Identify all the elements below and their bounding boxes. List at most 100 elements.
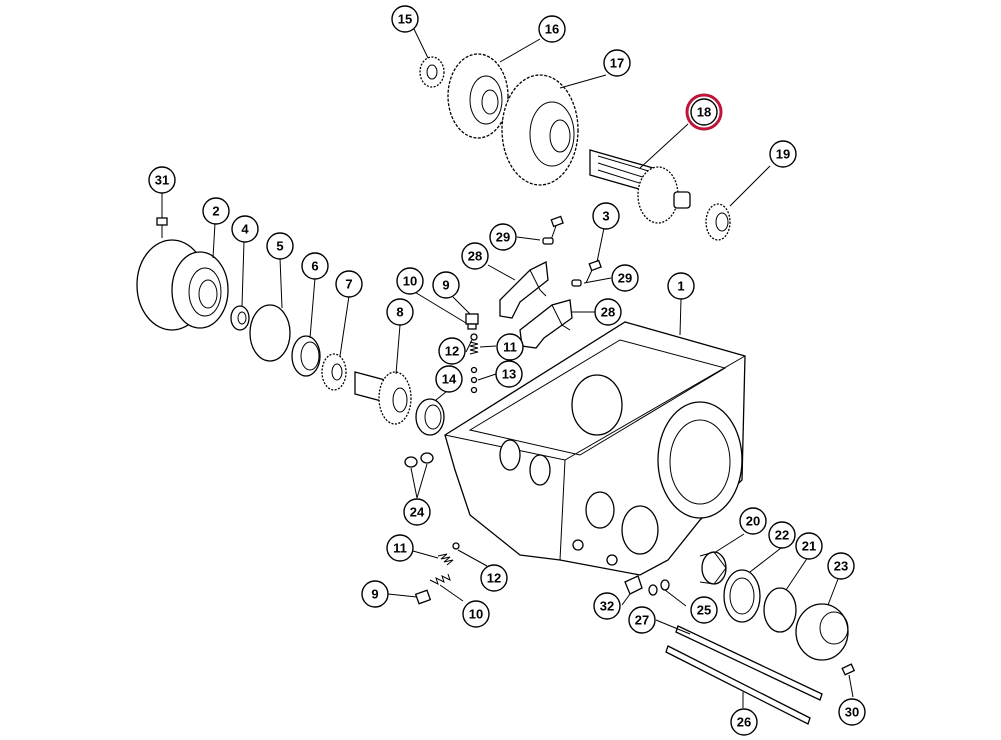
part-28-shift-fork-upper [499, 261, 549, 319]
part-26-rail [665, 645, 811, 725]
callout-1-label: 1 [677, 279, 684, 294]
part-5-o-ring [249, 304, 291, 362]
callout-28-lower-label: 28 [601, 305, 615, 320]
callout-3-label: 3 [602, 209, 609, 224]
part-20-sleeve [699, 551, 727, 585]
part-31-bolt [156, 217, 168, 238]
callout-29-lower[interactable]: 29 [611, 264, 639, 292]
callout-11-upper[interactable]: 11 [496, 333, 524, 361]
callout-23-label: 23 [834, 559, 848, 574]
callout-30[interactable]: 30 [838, 698, 866, 726]
callout-4[interactable]: 4 [231, 215, 259, 243]
callout-2-label: 2 [212, 204, 219, 219]
callout-19[interactable]: 19 [769, 140, 797, 168]
callout-11-lower[interactable]: 11 [386, 534, 414, 562]
part-4-bearing [230, 305, 250, 331]
part-32-bushing [624, 575, 643, 595]
callout-20-label: 20 [746, 514, 760, 529]
callout-18-label: 18 [697, 105, 711, 120]
callout-15-label: 15 [398, 12, 412, 27]
callout-9-lower-label: 9 [371, 587, 378, 602]
part-25-washers [648, 579, 670, 596]
part-11-spring-lower [437, 553, 454, 566]
callout-10-upper-label: 10 [403, 274, 417, 289]
callout-20[interactable]: 20 [739, 507, 767, 535]
part-1-transmission-case [444, 321, 746, 576]
callout-25[interactable]: 25 [690, 596, 718, 624]
callout-5[interactable]: 5 [266, 232, 294, 260]
part-17-large-gear [501, 74, 579, 186]
part-15-small-gear [419, 56, 445, 88]
callout-13-label: 13 [502, 367, 516, 382]
callout-14-label: 14 [442, 372, 457, 387]
part-19-bearing [705, 203, 731, 241]
part-6-race [291, 335, 321, 377]
callout-14[interactable]: 14 [435, 365, 463, 393]
part-29-pins [542, 237, 582, 287]
callout-9-lower[interactable]: 9 [361, 580, 389, 608]
callout-29-upper[interactable]: 29 [489, 223, 517, 251]
callout-8[interactable]: 8 [386, 298, 414, 326]
part-23-cover [795, 603, 849, 661]
part-12-ball-lower [452, 542, 460, 550]
callout-28-lower[interactable]: 28 [594, 298, 622, 326]
callout-7-label: 7 [345, 277, 352, 292]
callout-12-lower-label: 12 [487, 571, 501, 586]
callout-7[interactable]: 7 [335, 270, 363, 298]
callout-3[interactable]: 3 [592, 202, 620, 230]
callout-28-upper[interactable]: 28 [461, 242, 489, 270]
callout-27[interactable]: 27 [628, 606, 656, 634]
part-12-ball [470, 333, 478, 341]
callout-22-label: 22 [775, 528, 789, 543]
callout-6-label: 6 [311, 259, 318, 274]
callout-13[interactable]: 13 [495, 360, 523, 388]
callout-24-label: 24 [410, 505, 425, 520]
callout-12-upper[interactable]: 12 [438, 337, 466, 365]
callout-6[interactable]: 6 [301, 252, 329, 280]
callout-9-upper[interactable]: 9 [432, 271, 460, 299]
callout-4-label: 4 [241, 222, 249, 237]
callout-10-lower[interactable]: 10 [462, 600, 490, 628]
callout-15[interactable]: 15 [391, 5, 419, 33]
callout-12-lower[interactable]: 12 [480, 564, 508, 592]
callout-29-upper-label: 29 [496, 230, 510, 245]
callout-26[interactable]: 26 [730, 708, 758, 736]
callout-18[interactable]: 18 [685, 93, 723, 131]
part-9-plug [465, 313, 479, 330]
part-11-spring [469, 341, 479, 355]
part-27-rail [675, 625, 823, 701]
part-22-gasket [723, 569, 761, 623]
callout-19-label: 19 [776, 147, 790, 162]
callout-29-lower-label: 29 [618, 271, 632, 286]
part-16-gear [447, 53, 509, 139]
part-21-o-ring [763, 587, 797, 633]
part-14-race [415, 398, 445, 436]
callout-30-label: 30 [845, 705, 859, 720]
callout-26-label: 26 [737, 715, 751, 730]
part-3-bolts [550, 215, 602, 284]
part-13-balls [470, 366, 478, 394]
part-7-bearing-cone [321, 353, 347, 391]
callout-23[interactable]: 23 [827, 552, 855, 580]
callout-10-lower-label: 10 [469, 607, 483, 622]
callout-24[interactable]: 24 [403, 498, 431, 526]
callout-11-lower-label: 11 [393, 541, 407, 556]
callout-16[interactable]: 16 [538, 15, 566, 43]
callout-17[interactable]: 17 [603, 49, 631, 77]
part-10-spring-lower [429, 573, 451, 585]
callout-12-upper-label: 12 [445, 344, 459, 359]
callout-5-label: 5 [276, 239, 283, 254]
part-28-shift-fork-lower [519, 299, 573, 349]
callout-10-upper[interactable]: 10 [396, 267, 424, 295]
part-8-input-shaft [354, 371, 412, 425]
callout-1[interactable]: 1 [667, 272, 695, 300]
callout-27-label: 27 [635, 613, 649, 628]
callout-21[interactable]: 21 [795, 532, 823, 560]
callout-32[interactable]: 32 [593, 592, 621, 620]
callout-2[interactable]: 2 [202, 197, 230, 225]
callout-25-label: 25 [697, 603, 711, 618]
part-30-bolt [841, 663, 856, 676]
callout-22[interactable]: 22 [768, 521, 796, 549]
callout-31[interactable]: 31 [148, 166, 176, 194]
